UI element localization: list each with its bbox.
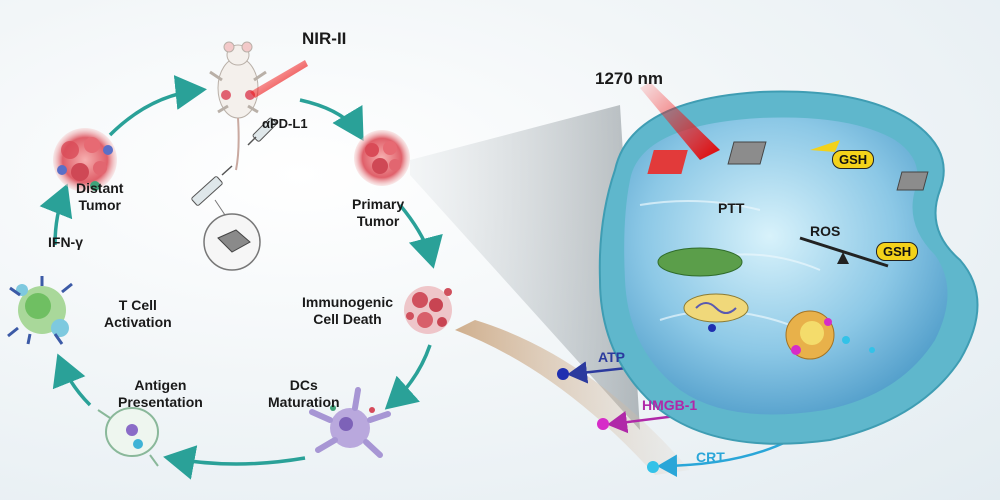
mitochondrion — [657, 247, 743, 277]
damp-release-fan — [455, 320, 690, 475]
primary-tumor-illustration — [354, 130, 410, 186]
apd-l1-label: αPD-L1 — [262, 116, 308, 131]
crt-molecule — [647, 461, 659, 473]
ifn-gamma-label: IFN-γ — [48, 234, 83, 250]
nir-beam — [250, 60, 308, 98]
injection-syringe-icon — [191, 165, 233, 206]
atp-label: ATP — [598, 349, 625, 365]
hmgb1-molecule — [597, 418, 609, 430]
gsh-badge-balance: GSH — [876, 242, 919, 261]
tumor-cell-cross-section — [598, 82, 979, 445]
nanosheet-magnifier — [203, 199, 261, 271]
dendritic-cell-illustration — [309, 387, 391, 458]
ptt-label: PTT — [718, 200, 745, 216]
heated-nanosheet — [647, 150, 688, 174]
icd-cell-illustration — [404, 286, 452, 334]
zoom-projection — [410, 105, 640, 430]
distant-tumor-illustration — [53, 128, 117, 192]
ros-label: ROS — [810, 223, 841, 239]
nir-ii-label: NIR-II — [302, 29, 347, 48]
mouse-illustration — [209, 41, 267, 171]
ros-gsh-balance — [799, 236, 889, 268]
atp-molecule — [557, 368, 569, 380]
syringe-icon — [247, 117, 277, 146]
wavelength-label: 1270 nm — [595, 69, 664, 88]
antigen-presenting-cell-illustration — [97, 407, 159, 467]
t-cell-illustration — [7, 276, 73, 345]
laser-beam-1270 — [640, 82, 720, 160]
crt-label: CRT — [696, 449, 725, 465]
hmgb1-label: HMGB-1 — [642, 397, 698, 413]
membrane-nanosheet — [896, 171, 929, 191]
nanosheet-gsh — [727, 141, 767, 165]
cycle-arrows — [39, 75, 443, 480]
gsh-badge-top: GSH — [832, 150, 875, 169]
